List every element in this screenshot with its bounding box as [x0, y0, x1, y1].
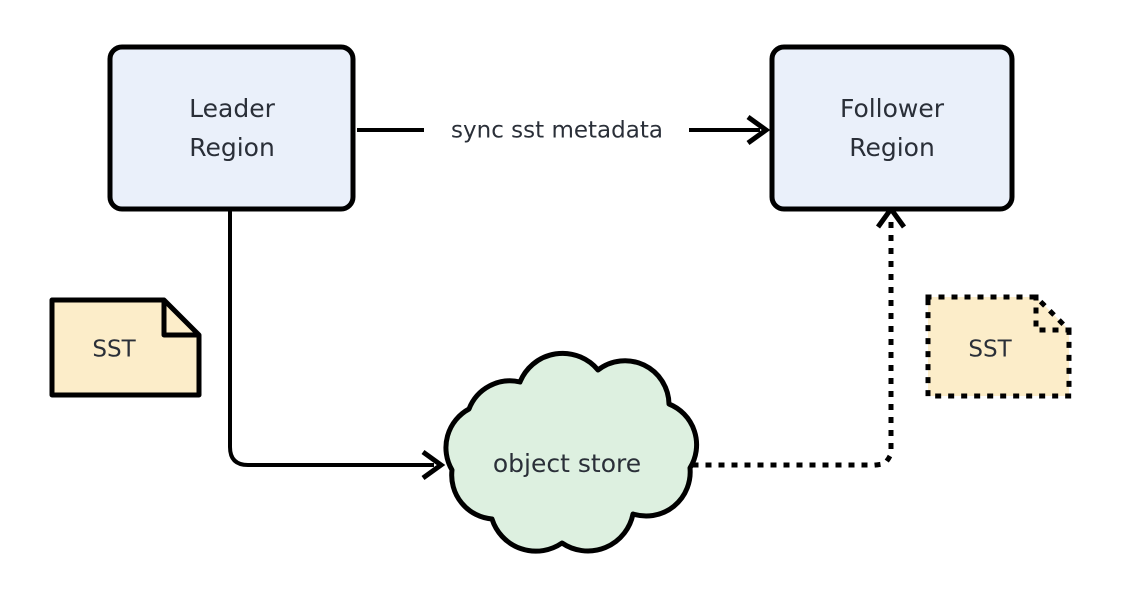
leader-region-label-line1: Leader [189, 94, 275, 123]
follower-region-label-line2: Region [849, 133, 935, 162]
sst-follower-fold-icon [1033, 294, 1072, 333]
sst-leader-fold-icon [161, 300, 199, 338]
node-follower-region[interactable]: Follower Region [769, 44, 1015, 212]
node-object-store[interactable]: object store [443, 350, 700, 554]
sst-follower-label: SST [968, 337, 1012, 363]
edge-leader-to-object-store [228, 210, 446, 481]
sst-leader-label: SST [92, 337, 136, 363]
upload-edge-path [228, 210, 434, 467]
sst-follower-note-shape[interactable] [925, 294, 1072, 399]
node-sst-follower[interactable]: SST [925, 294, 1072, 399]
edge-sync-sst-metadata: sync sst metadata [357, 114, 771, 146]
fetch-edge-path [692, 221, 894, 468]
leader-region-box[interactable] [107, 44, 356, 212]
edge-object-store-to-follower [692, 204, 907, 468]
upload-edge-arrowhead-icon [421, 449, 446, 481]
node-sst-leader[interactable]: SST [49, 297, 202, 398]
sync-edge-label: sync sst metadata [451, 118, 663, 144]
object-store-label: object store [493, 449, 641, 478]
object-store-cloud-shape[interactable] [443, 350, 700, 554]
follower-region-label-line1: Follower [840, 94, 945, 123]
sync-edge-arrowhead-icon [746, 114, 771, 146]
leader-region-label-line2: Region [189, 133, 275, 162]
follower-region-box[interactable] [769, 44, 1015, 212]
node-leader-region[interactable]: Leader Region [107, 44, 356, 212]
